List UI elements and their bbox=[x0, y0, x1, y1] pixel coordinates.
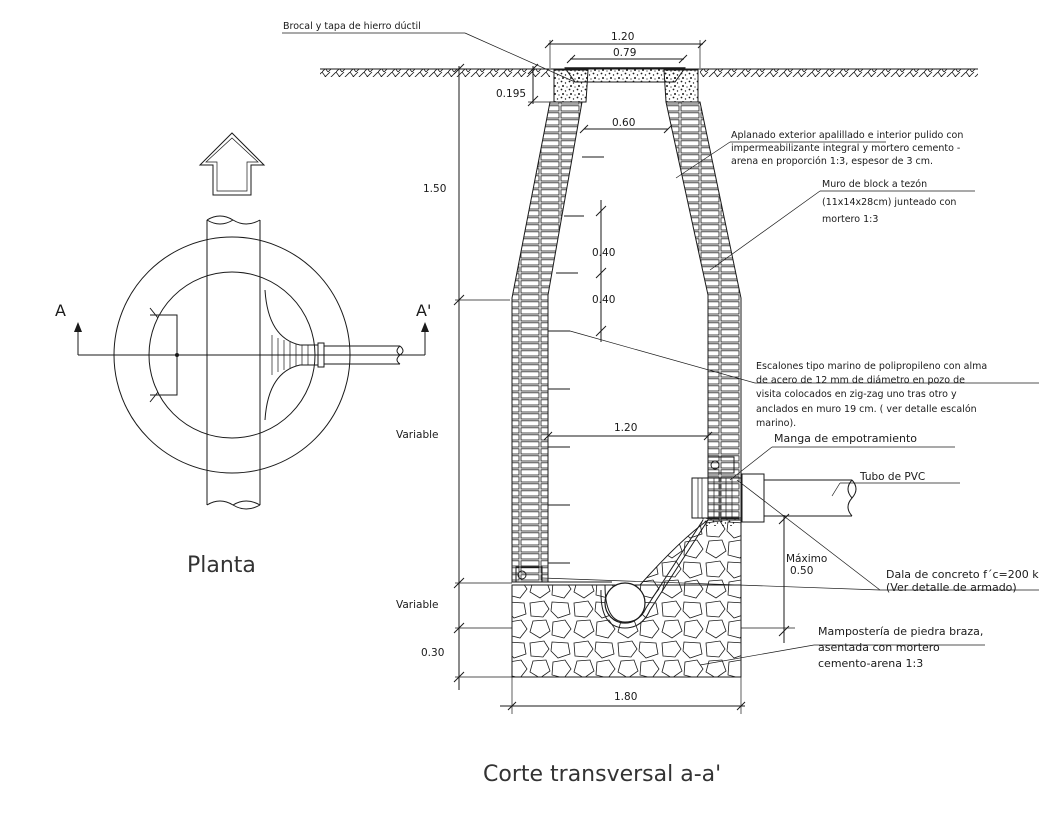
svg-text:Aplanado exterior apalillado e: Aplanado exterior apalillado e interior … bbox=[731, 130, 963, 141]
note-mamposteria: Mampostería de piedra braza, asentada co… bbox=[818, 625, 983, 670]
manga-empotramiento bbox=[691, 473, 857, 526]
note-brocal: Brocal y tapa de hierro dúctil bbox=[283, 21, 421, 32]
svg-text:visita colocados en zig-zag un: visita colocados en zig-zag uno tras otr… bbox=[756, 389, 957, 400]
step-rungs bbox=[548, 156, 604, 564]
note-manga: Manga de empotramiento bbox=[774, 432, 917, 445]
svg-text:0.30: 0.30 bbox=[421, 647, 444, 659]
svg-text:cemento-arena 1:3: cemento-arena 1:3 bbox=[818, 657, 923, 670]
svg-text:de acero de 12 mm de diámetro: de acero de 12 mm de diámetro en pozo de bbox=[756, 375, 965, 386]
dim-vertical-chain: 1.50 Variable Variable 0.30 bbox=[396, 63, 512, 690]
plan-view: A A' Planta bbox=[55, 132, 431, 578]
section-view: 0.40 0.40 1.20 0.79 0.60 bbox=[282, 21, 1039, 787]
plan-vertical-pipe bbox=[206, 215, 261, 510]
dim-inner-width: 1.20 bbox=[543, 422, 713, 441]
svg-text:Muro de block a tezón: Muro de block a tezón bbox=[822, 179, 927, 190]
svg-text:Mampostería de piedra braza,: Mampostería de piedra braza, bbox=[818, 625, 983, 638]
brocal-collar bbox=[553, 67, 699, 103]
dala-left bbox=[515, 566, 543, 583]
svg-text:asentada con mortero: asentada con mortero bbox=[818, 641, 940, 654]
svg-text:Dala de concreto f´c=200 kg/cm: Dala de concreto f´c=200 kg/cm² bbox=[886, 568, 1039, 581]
svg-text:(11x14x28cm) junteado con: (11x14x28cm) junteado con bbox=[822, 197, 956, 208]
svg-text:(Ver detalle de armado): (Ver detalle de armado) bbox=[886, 581, 1017, 594]
note-aplanado: Aplanado exterior apalillado e interior … bbox=[731, 130, 963, 167]
left-cone-wall bbox=[511, 101, 583, 583]
svg-text:impermeabilizante integral y m: impermeabilizante integral y mortero cem… bbox=[731, 143, 960, 154]
up-arrow-icon bbox=[198, 132, 266, 196]
section-label-right: A' bbox=[416, 301, 431, 320]
svg-text:mortero 1:3: mortero 1:3 bbox=[822, 214, 878, 225]
svg-text:0.195: 0.195 bbox=[496, 88, 526, 100]
svg-text:Escalones tipo marino de polip: Escalones tipo marino de polipropileno c… bbox=[756, 361, 987, 372]
svg-text:Máximo: Máximo bbox=[786, 553, 827, 565]
svg-text:0.40: 0.40 bbox=[592, 247, 615, 259]
svg-text:0.50: 0.50 bbox=[790, 565, 813, 577]
note-muro: Muro de block a tezón (11x14x28cm) junte… bbox=[822, 179, 956, 225]
leaders bbox=[282, 32, 1039, 666]
svg-text:0.60: 0.60 bbox=[612, 117, 635, 129]
svg-text:1.20: 1.20 bbox=[614, 422, 637, 434]
note-dala: Dala de concreto f´c=200 kg/cm² (Ver det… bbox=[886, 568, 1039, 594]
svg-text:Variable: Variable bbox=[396, 599, 439, 611]
svg-text:marino).: marino). bbox=[756, 418, 796, 429]
right-stone-fill bbox=[638, 519, 742, 586]
plan-outlet-pipe bbox=[264, 289, 404, 421]
dim-neck: 0.60 bbox=[579, 117, 673, 134]
svg-text:0.40: 0.40 bbox=[592, 294, 615, 306]
dim-top-inner: 0.79 bbox=[566, 47, 688, 64]
svg-text:Variable: Variable bbox=[396, 429, 439, 441]
dim-top-outer: 1.20 bbox=[544, 31, 707, 68]
note-tubo: Tubo de PVC bbox=[859, 471, 925, 483]
svg-text:arena en proporción 1:3, espes: arena en proporción 1:3, espesor de 3 cm… bbox=[731, 156, 933, 167]
invert-pipe bbox=[604, 582, 646, 624]
section-label-left: A bbox=[55, 301, 66, 320]
svg-text:1.80: 1.80 bbox=[614, 691, 637, 703]
dim-base-width: 1.80 bbox=[500, 677, 746, 714]
section-title: Corte transversal a-a' bbox=[483, 762, 721, 787]
note-escalones: Escalones tipo marino de polipropileno c… bbox=[756, 361, 987, 429]
svg-text:1.20: 1.20 bbox=[611, 31, 634, 43]
svg-text:anclados en muro 19 cm. ( ver: anclados en muro 19 cm. ( ver detalle es… bbox=[756, 404, 977, 415]
svg-text:0.79: 0.79 bbox=[613, 47, 636, 59]
dala-right bbox=[707, 456, 735, 474]
step-spacing-dim: 0.40 0.40 bbox=[592, 200, 615, 342]
svg-text:1.50: 1.50 bbox=[423, 183, 446, 195]
dim-maximo: Máximo 0.50 bbox=[778, 513, 827, 643]
plan-title: Planta bbox=[187, 553, 256, 578]
dim-collar: 0.195 bbox=[496, 63, 554, 107]
